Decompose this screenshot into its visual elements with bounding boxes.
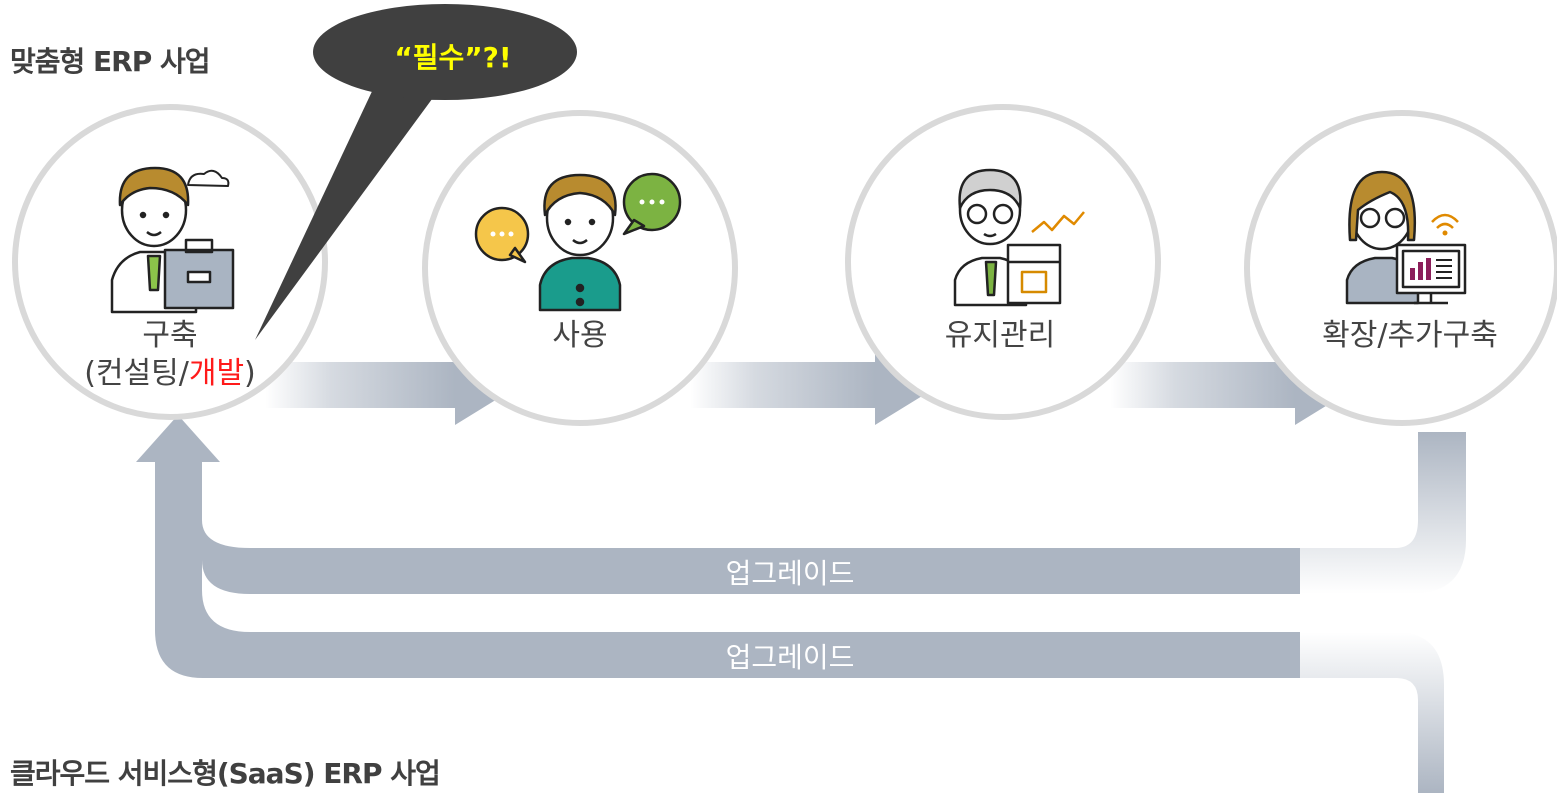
stage-label-expand: 확장/추가구축 xyxy=(1322,318,1498,353)
highlight-develop: 개발 xyxy=(188,356,245,391)
stage-label-build: 구축 xyxy=(142,318,198,353)
woman-monitor-icon xyxy=(1345,170,1467,305)
stage-sublabel-build: (컨설팅/개발) xyxy=(84,356,256,391)
title-saas-erp: 클라우드 서비스형(SaaS) ERP 사업 xyxy=(10,757,441,790)
upgrade-label-bottom: 업그레이드 xyxy=(725,641,855,674)
consultant-briefcase-icon xyxy=(110,166,235,314)
speech-bubble-text: “필수”?! xyxy=(394,41,512,74)
speech-bubble xyxy=(255,4,577,340)
stage-label-maintain: 유지관리 xyxy=(944,318,1056,353)
user-chat-icon xyxy=(474,172,682,312)
stage-label-use: 사용 xyxy=(552,318,608,353)
stage-caption-build: 구축 (컨설팅/개발) xyxy=(60,317,280,393)
manager-chart-icon xyxy=(953,168,1085,307)
upgrade-loop-inner xyxy=(202,432,1466,594)
title-custom-erp: 맞춤형 ERP 사업 xyxy=(10,45,211,78)
flow-arrow-2 xyxy=(690,345,940,425)
upgrade-arrowhead xyxy=(136,415,220,462)
upgrade-loop-outer xyxy=(155,460,1444,793)
upgrade-label-top: 업그레이드 xyxy=(725,557,855,590)
